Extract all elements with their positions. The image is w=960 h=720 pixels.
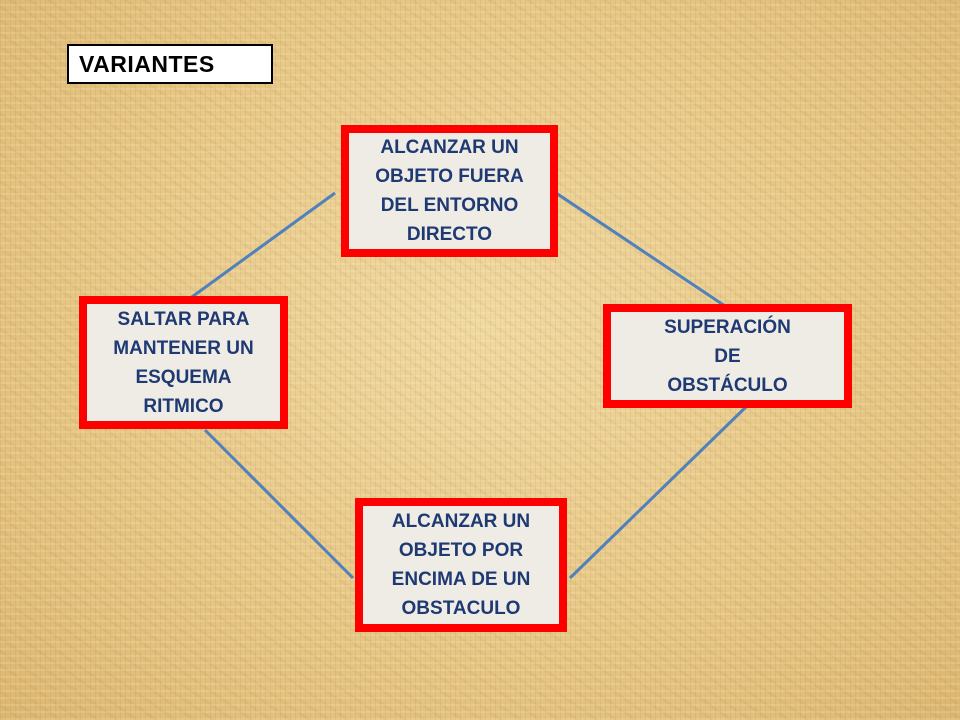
node-alcanzar-objeto-fuera: ALCANZAR UN OBJETO FUERA DEL ENTORNO DIR… xyxy=(341,125,558,257)
node-top-label: ALCANZAR UN OBJETO FUERA DEL ENTORNO DIR… xyxy=(375,137,524,245)
title-text: VARIANTES xyxy=(79,50,215,77)
connector-top-right xyxy=(555,191,729,310)
node-alcanzar-objeto-encima: ALCANZAR UN OBJETO POR ENCIMA DE UN OBST… xyxy=(355,498,567,632)
node-bottom-label: ALCANZAR UN OBJETO POR ENCIMA DE UN OBST… xyxy=(391,511,531,619)
connector-right-bottom xyxy=(568,403,750,580)
connector-left-bottom xyxy=(203,428,355,580)
node-saltar-esquema-ritmico: SALTAR PARA MANTENER UN ESQUEMA RITMICO xyxy=(79,296,288,429)
node-superacion-obstaculo: SUPERACIÓN DE OBSTÁCULO xyxy=(603,304,852,408)
node-left-label: SALTAR PARA MANTENER UN ESQUEMA RITMICO xyxy=(113,308,254,417)
connector-top-left xyxy=(184,191,336,304)
title-box: VARIANTES xyxy=(67,44,273,84)
node-right-label: SUPERACIÓN DE OBSTÁCULO xyxy=(664,316,791,396)
